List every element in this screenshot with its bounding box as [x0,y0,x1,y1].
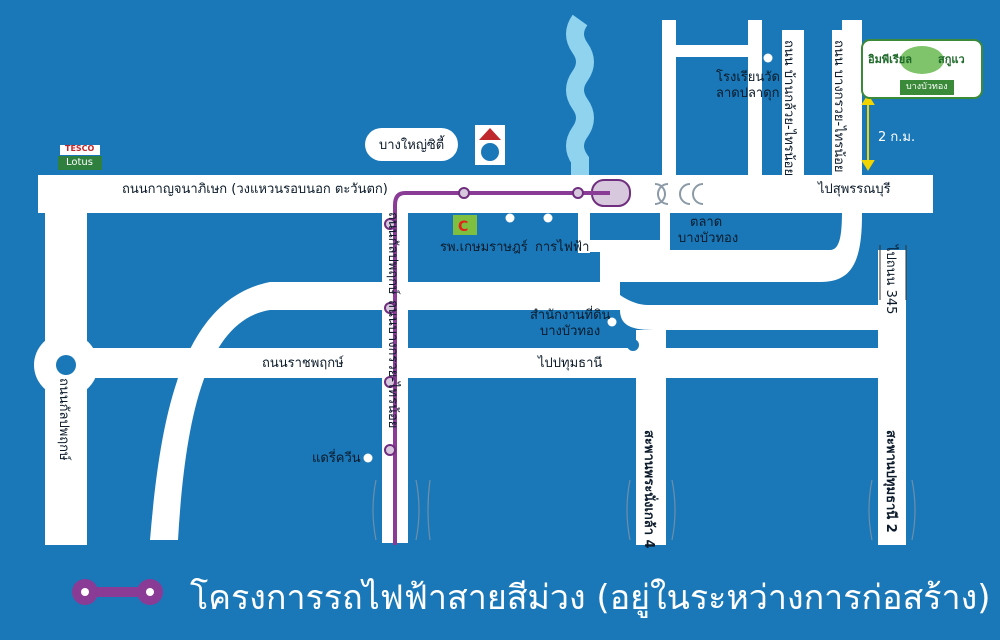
svg-text:C: C [458,219,468,235]
label-bangkruai-sainoi-top: ถนน บางกรวย-ไทรน้อย [831,40,846,173]
station-2 [458,187,470,199]
road-top-v1 [662,20,676,175]
label-pathumthani2: สะพานปทุมธานี 2 [883,430,898,533]
electricity-label: การไฟฟ้า [535,240,590,255]
distance-label: 2 ก.ม. [878,130,916,145]
dot-land-office [607,317,617,327]
purple-line [393,191,610,545]
label-ratchaphruek: ถนนราชพฤกษ์ [262,356,344,371]
roundabout-center [56,355,76,375]
dot-hospital-1 [505,213,515,223]
road-phranangklao4 [636,330,666,545]
market-label-2: บางบัวทอง [678,231,739,246]
label-to-pathumthani: ไปปทุมธานี [538,356,603,371]
kasemrad-label: รพ.เกษมราษฎร์ [440,240,528,255]
road-top-h [662,45,762,57]
road-market-curve [578,213,670,252]
label-kanchanaphisek: ถนนกาญจนาภิเษก (วงแหวนรอบนอก ตะวันตก) [122,182,388,197]
road-bankluai [782,30,804,175]
road345-bracket [879,245,907,300]
label-kanlapaphruek-left: ถนนกัลปพฤกษ์ [56,378,71,461]
lotus-text: Lotus [66,157,93,168]
legend-text: โครงการรถไฟฟ้าสายสีม่วง (อยู่ในระหว่างกา… [190,578,991,618]
place-dots [363,53,773,463]
road-ratchaphruek [40,348,880,378]
market-label-1: ตลาด [690,215,723,230]
station-3 [384,218,396,230]
road-top-v2 [748,20,762,175]
label-phranangklao4: สะพานพระนั่งเกล้า 4 [641,430,656,549]
dot-market [707,250,717,260]
river [566,14,594,178]
bridge-brackets [372,479,916,541]
loop-center [627,339,639,351]
road-bangkruai-top [832,30,854,175]
station-5 [384,376,396,388]
logo-sub: บางบัวทอง [900,80,954,95]
distance-arrow [861,94,875,171]
interchange-symbol [654,183,704,205]
land-office-label-1: สำนักงานที่ดิน [530,308,611,323]
legend-line-symbol [72,579,163,605]
land-office-label-2: บางบัวทอง [540,324,601,339]
station-6 [384,444,396,456]
label-bangkruai-sainoi: ถนนบางกรวย-ไทรน้อย [385,300,400,429]
bang-yai-city-label: บางใหญ่ซิตี้ [365,128,459,161]
tesco-text: TESCO [65,144,95,153]
label-kanlapaphruek: ถนนกัลปพฤกษ์ [385,212,400,295]
dot-school [763,53,773,63]
hospital-icon [453,215,477,235]
dot-hospital-2 [543,213,553,223]
label-to-road-345: ไปถนน 345 [883,245,898,315]
dot-dairy-queen [363,453,373,463]
station-1 [572,187,584,199]
tesco-logo-top [60,145,100,155]
road-curve-right [600,20,862,282]
school-label-2: ลาดปลาดุก [716,86,780,101]
label-to-suphanburi: ไปสุพรรณบุรี [818,182,891,197]
dairy-queen-label: แดรี่ควีน [312,451,361,466]
road-curve-left [150,282,620,540]
logo-line2: สกูแว [938,53,965,66]
school-label-1: โรงเรียนวัด [716,70,780,85]
road-loop [610,282,880,330]
purple-stations [384,187,584,456]
label-bankluai-sainoi: ถนน บ้านกล้วย-ไทรน้อย [781,40,796,177]
tesco-logo-bottom [58,156,102,170]
logo-line1: อิมพีเรียล [868,53,912,66]
station-4 [384,302,396,314]
road-pathumthani2 [878,250,906,545]
